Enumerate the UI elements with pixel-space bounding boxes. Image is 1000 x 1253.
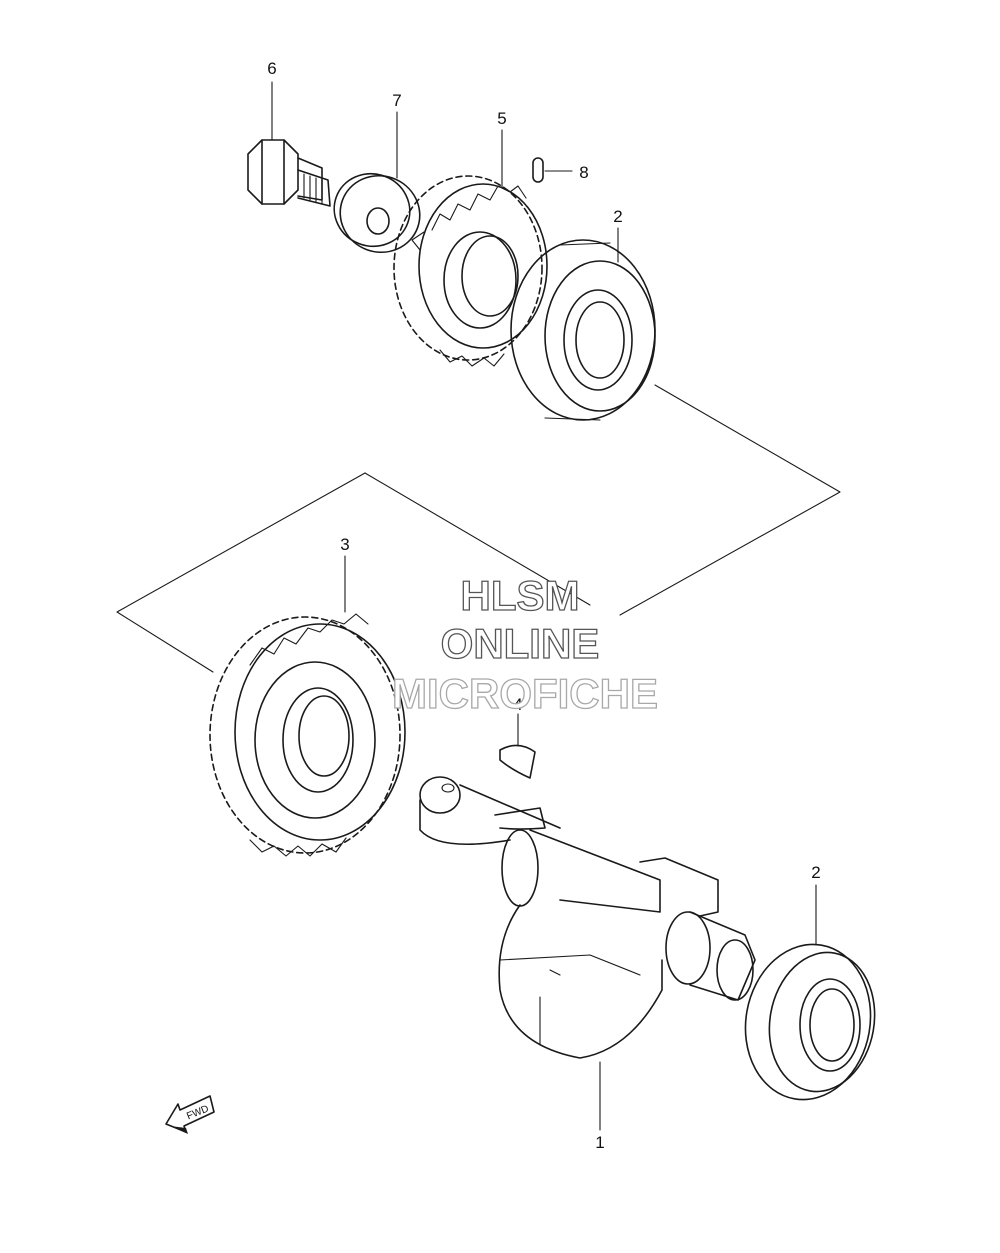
callout-5: 5 bbox=[497, 109, 506, 128]
bearing-bottom[interactable] bbox=[733, 934, 885, 1109]
balancer-shaft[interactable] bbox=[419, 776, 756, 1059]
lower-gear[interactable] bbox=[209, 613, 406, 857]
callout-2-bottom: 2 bbox=[811, 863, 820, 882]
callout-4: 4 bbox=[513, 695, 522, 714]
upper-gear[interactable] bbox=[393, 175, 548, 367]
callout-1: 1 bbox=[595, 1133, 604, 1152]
flange-bolt[interactable] bbox=[247, 139, 331, 207]
assembly-bracket-lines bbox=[116, 384, 841, 673]
watermark-line-3: MICROFICHE bbox=[392, 670, 658, 717]
callout-leaders bbox=[271, 81, 817, 1131]
callout-7: 7 bbox=[392, 91, 401, 110]
watermark: HLSM ONLINE MICROFICHE bbox=[391, 571, 658, 717]
callout-6: 6 bbox=[267, 59, 276, 78]
key[interactable] bbox=[499, 744, 536, 779]
bearing-top[interactable] bbox=[510, 239, 656, 421]
callout-numbers: 6 7 5 8 2 3 4 2 1 bbox=[267, 59, 820, 1152]
watermark-line-1: HLSM bbox=[461, 572, 580, 619]
watermark-line-2: ONLINE bbox=[441, 620, 600, 667]
callout-2-top: 2 bbox=[613, 207, 622, 226]
fwd-arrow-icon: FWD bbox=[165, 1095, 215, 1134]
washer[interactable] bbox=[324, 163, 431, 263]
callout-3: 3 bbox=[340, 535, 349, 554]
pin[interactable] bbox=[532, 157, 573, 183]
callout-8: 8 bbox=[579, 163, 588, 182]
